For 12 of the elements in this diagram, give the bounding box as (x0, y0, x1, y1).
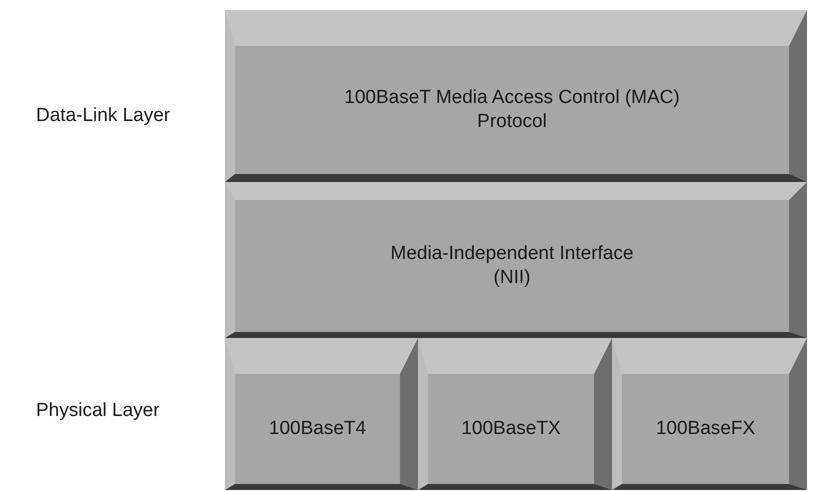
protocol-layer-block (225, 10, 807, 182)
block-text: 100BaseT Media Access Control (MAC) Protocol (343, 86, 681, 134)
physical-medium-block (225, 338, 418, 490)
layer-label: Data-Link Layer (36, 105, 170, 127)
block-text: 100BaseT4 (268, 417, 366, 441)
block-text: 100BaseTX (461, 417, 561, 441)
block-text: Media-Independent Interface (NII) (390, 242, 634, 290)
physical-medium-block (418, 338, 612, 490)
layer-label: Physical Layer (36, 400, 160, 422)
block-text: 100BaseFX (656, 417, 756, 441)
physical-medium-block (612, 338, 807, 490)
interface-layer-block (225, 182, 807, 338)
